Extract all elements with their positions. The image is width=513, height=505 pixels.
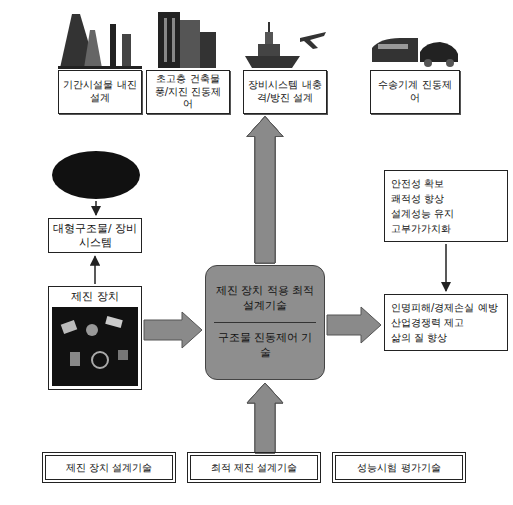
node-text: 장비시스템 내충격/방진 설계 (247, 79, 323, 104)
node-text: 수송기계 진동제어 (374, 79, 456, 104)
node-text: 제진 장치 적용 최적 설계기술 (214, 284, 316, 314)
node-text: 최적 제진 설계기술 (195, 461, 313, 474)
node-text: 안전성 확보 (391, 176, 501, 191)
core-technology-box: 제진 장치 적용 최적 설계기술구조물 진동제어 기술 (205, 265, 325, 380)
device-box: 제진 장치 (48, 286, 142, 390)
down-arrow (95, 201, 97, 215)
device-photo (52, 307, 138, 386)
node-text: 쾌적성 향상 (391, 191, 501, 206)
flow-arrow (445, 244, 447, 291)
node-text: 기간시설물 내진설계 (62, 79, 138, 104)
building-picture (158, 12, 216, 68)
structure-box: 대형구조물/ 장비시스템 (48, 218, 142, 253)
ship-plane-picture (245, 22, 326, 68)
node-text: 제진 장치 설계기술 (50, 461, 168, 474)
technology-box: 성능시험 평가기술 (335, 455, 463, 480)
application-box: 장비시스템 내충격/방진 설계 (243, 70, 327, 114)
block-arrow (247, 383, 283, 453)
node-text: 제진 장치 (68, 290, 121, 304)
effect-box: 안전성 확보쾌적성 향상설계성능 유지고부가가치화 (384, 170, 508, 242)
node-text: 구조물 진동제어 기술 (214, 322, 316, 361)
block-arrow (247, 383, 283, 453)
block-arrow (247, 383, 283, 453)
node-text: 초고층 건축물 풍/지진 진동제어 (150, 73, 226, 111)
technology-box: 제진 장치 설계기술 (45, 455, 173, 480)
block-arrow (327, 307, 381, 343)
node-text: 설계성능 유지 (391, 206, 501, 221)
node-text: 산업경쟁력 제고 (391, 315, 501, 330)
node-text: 대형구조물/ 장비시스템 (53, 222, 137, 249)
infrastructure-picture (58, 14, 142, 69)
application-box: 초고층 건축물 풍/지진 진동제어 (146, 70, 230, 114)
node-text: 삶의 질 향상 (391, 330, 501, 345)
application-box: 수송기계 진동제어 (370, 70, 460, 114)
application-box: 기간시설물 내진설계 (58, 70, 142, 114)
node-text: 성능시험 평가기술 (340, 461, 458, 474)
technology-box: 최적 제진 설계기술 (190, 455, 318, 480)
block-arrow (144, 312, 202, 348)
dark-ellipse (52, 151, 140, 199)
node-text: 인명피해/경제손실 예방 (391, 300, 501, 315)
block-arrow (247, 117, 283, 264)
block-arrow (247, 117, 283, 264)
train-car-picture (372, 38, 458, 67)
block-arrow (247, 117, 283, 264)
node-text: 고부가가치화 (391, 221, 501, 236)
block-arrow (247, 117, 283, 264)
flow-arrow (94, 256, 96, 284)
benefit-box: 인명피해/경제손실 예방산업경쟁력 제고삶의 질 향상 (384, 294, 508, 351)
